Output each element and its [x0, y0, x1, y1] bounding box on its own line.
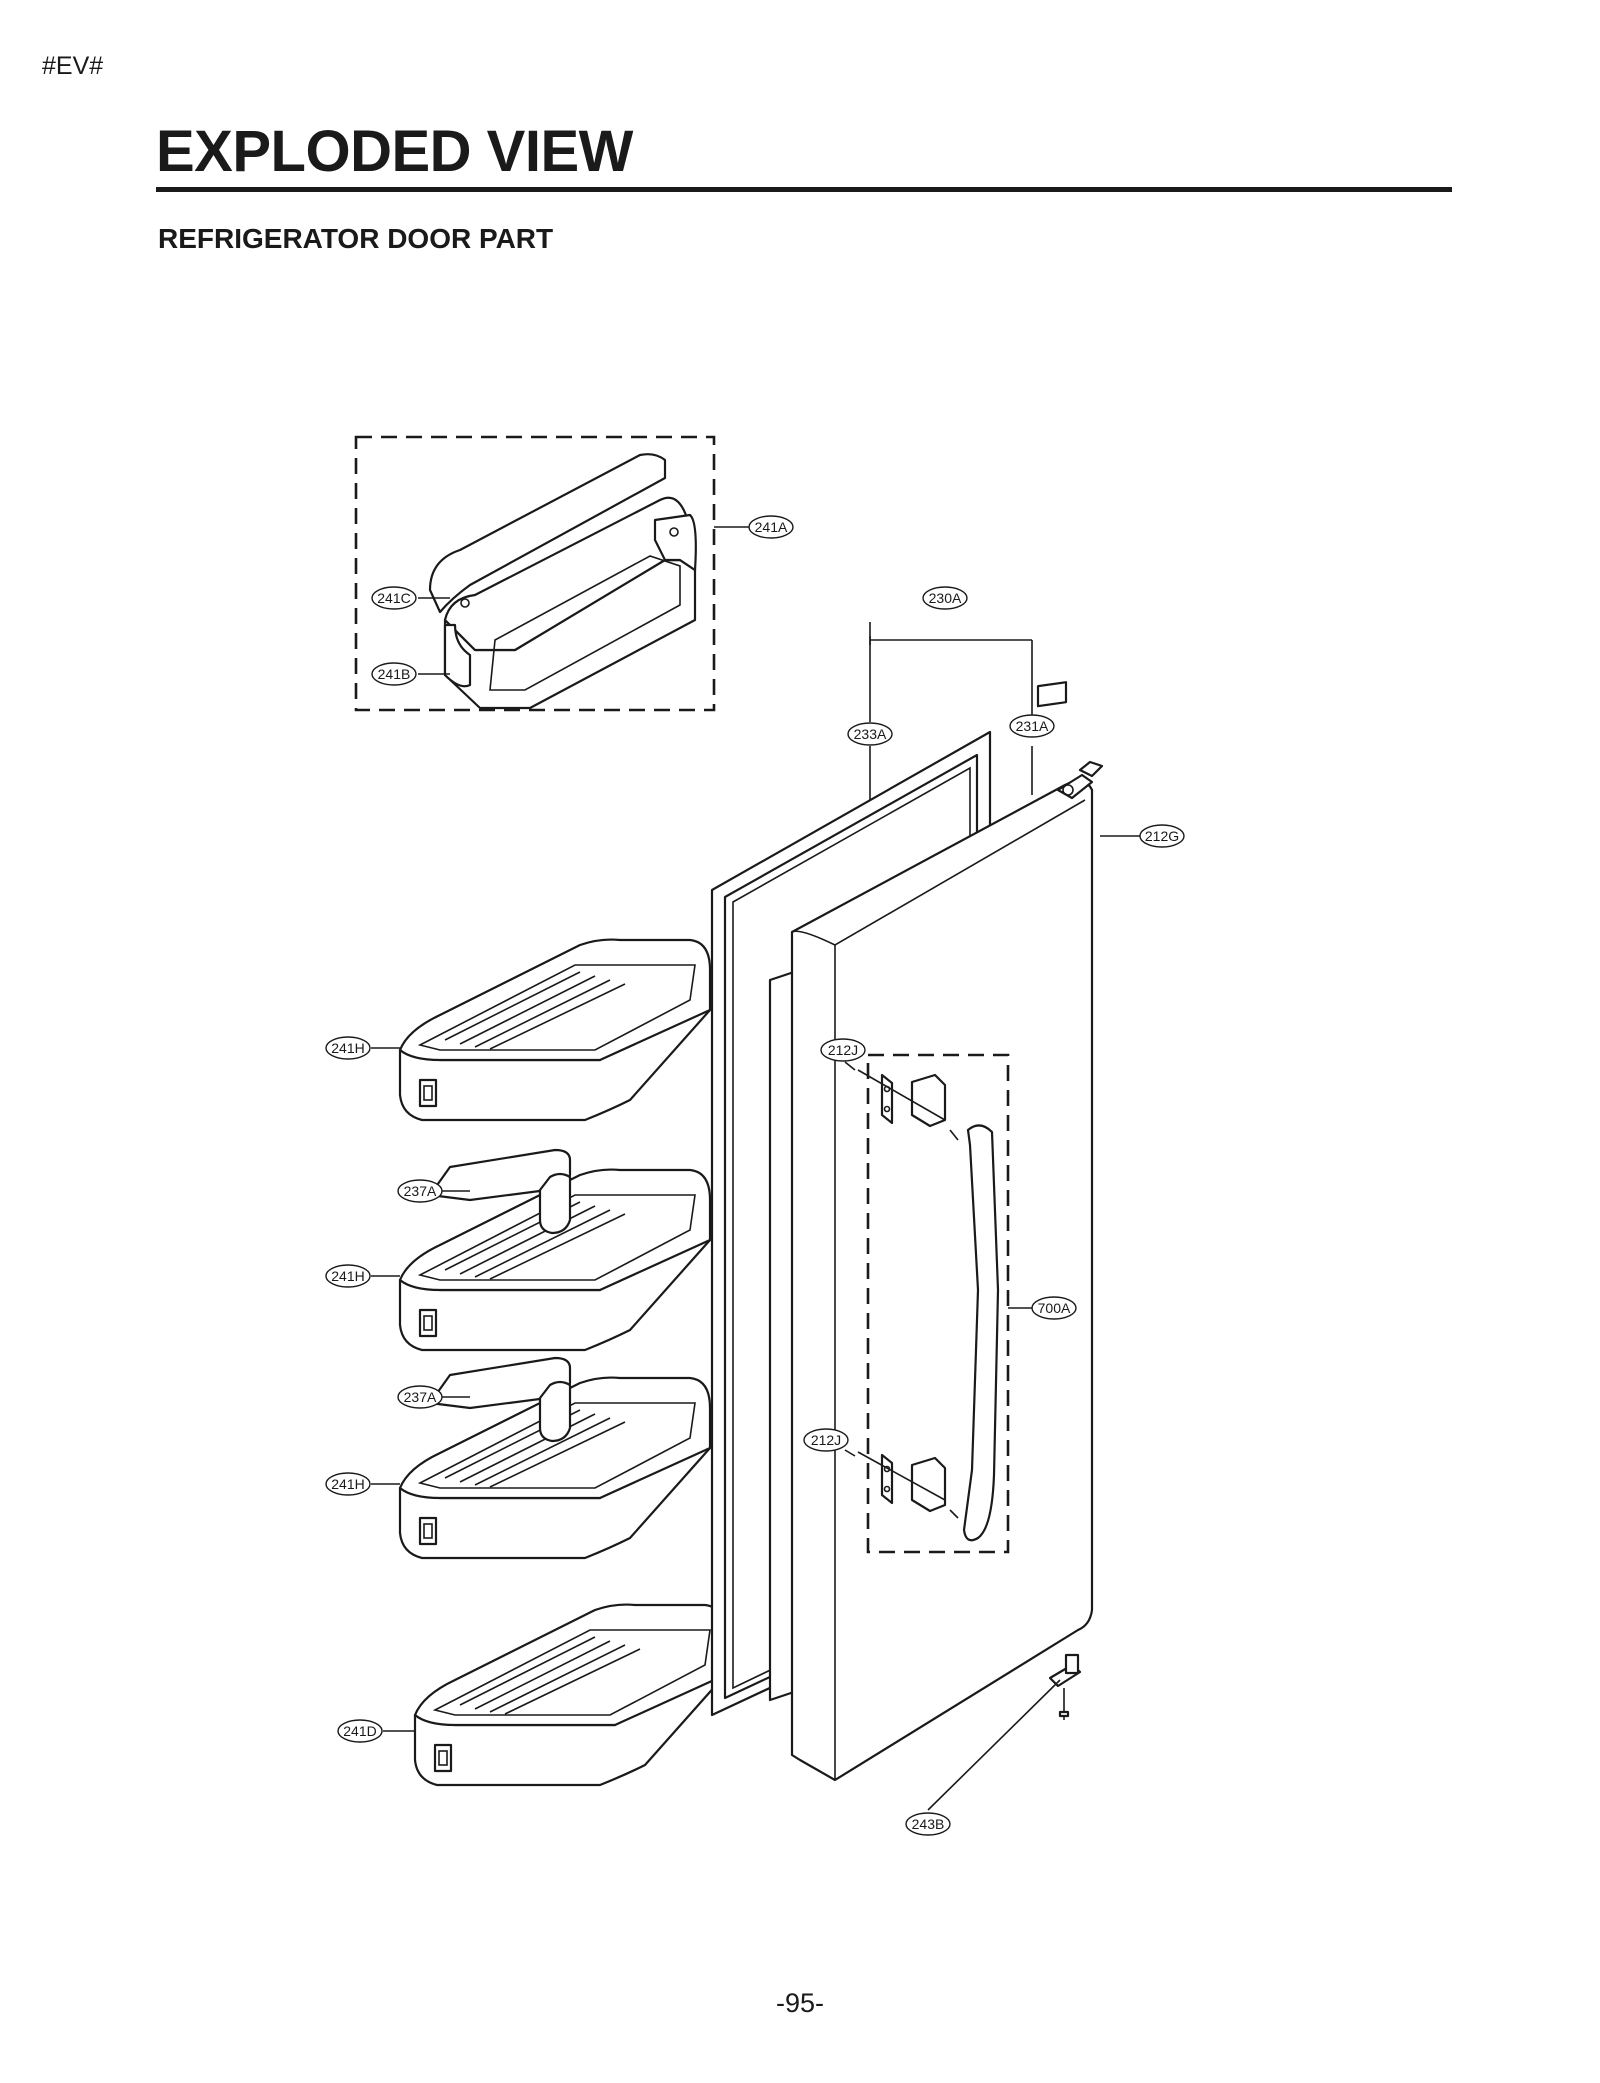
svg-text:212J: 212J	[811, 1432, 841, 1448]
callout-241D: 241D	[337, 1719, 383, 1743]
callout-237A-2: 237A	[397, 1385, 443, 1409]
dairy-bin-group	[354, 435, 716, 712]
door-handle-group	[857, 1053, 1010, 1554]
svg-text:241A: 241A	[755, 519, 788, 535]
section-subtitle: REFRIGERATOR DOOR PART	[158, 223, 554, 254]
svg-text:212J: 212J	[828, 1042, 858, 1058]
callout-241B: 241B	[371, 662, 417, 686]
document-tag: #EV#	[42, 52, 104, 80]
callout-212J-1: 212J	[820, 1038, 866, 1062]
svg-text:241H: 241H	[331, 1268, 364, 1284]
callout-237A-1: 237A	[397, 1179, 443, 1203]
callout-243B: 243B	[905, 1812, 951, 1836]
svg-text:241C: 241C	[377, 590, 410, 606]
callout-212G: 212G	[1139, 824, 1185, 848]
callout-241C: 241C	[371, 586, 417, 610]
svg-text:212G: 212G	[1145, 828, 1179, 844]
callout-231A: 231A	[1009, 714, 1055, 738]
svg-text:241H: 241H	[331, 1476, 364, 1492]
callout-241A: 241A	[748, 515, 794, 539]
svg-text:233A: 233A	[854, 726, 887, 742]
svg-text:241B: 241B	[378, 666, 411, 682]
svg-text:237A: 237A	[404, 1183, 437, 1199]
leader-lines	[371, 526, 1142, 1811]
lower-hinge	[1048, 1653, 1082, 1720]
callout-241H-3: 241H	[325, 1472, 371, 1496]
callout-233A: 233A	[847, 722, 893, 746]
door-basket-1	[398, 938, 712, 1122]
svg-text:241D: 241D	[343, 1723, 376, 1739]
callout-700A: 700A	[1031, 1296, 1077, 1320]
callout-241H-1: 241H	[325, 1036, 371, 1060]
callout-212J-2: 212J	[803, 1428, 849, 1452]
page-number: -95-	[775, 1988, 824, 2018]
callout-230A: 230A	[922, 586, 968, 610]
door-body	[790, 681, 1104, 1782]
title-rule	[156, 187, 1452, 192]
door-basket-4	[413, 1603, 727, 1787]
svg-text:241H: 241H	[331, 1040, 364, 1056]
callout-241H-2: 241H	[325, 1264, 371, 1288]
page-title: EXPLODED VIEW	[156, 119, 633, 184]
svg-text:700A: 700A	[1038, 1300, 1071, 1316]
svg-text:231A: 231A	[1016, 718, 1049, 734]
svg-text:243B: 243B	[912, 1816, 945, 1832]
svg-text:237A: 237A	[404, 1389, 437, 1405]
svg-text:230A: 230A	[929, 590, 962, 606]
